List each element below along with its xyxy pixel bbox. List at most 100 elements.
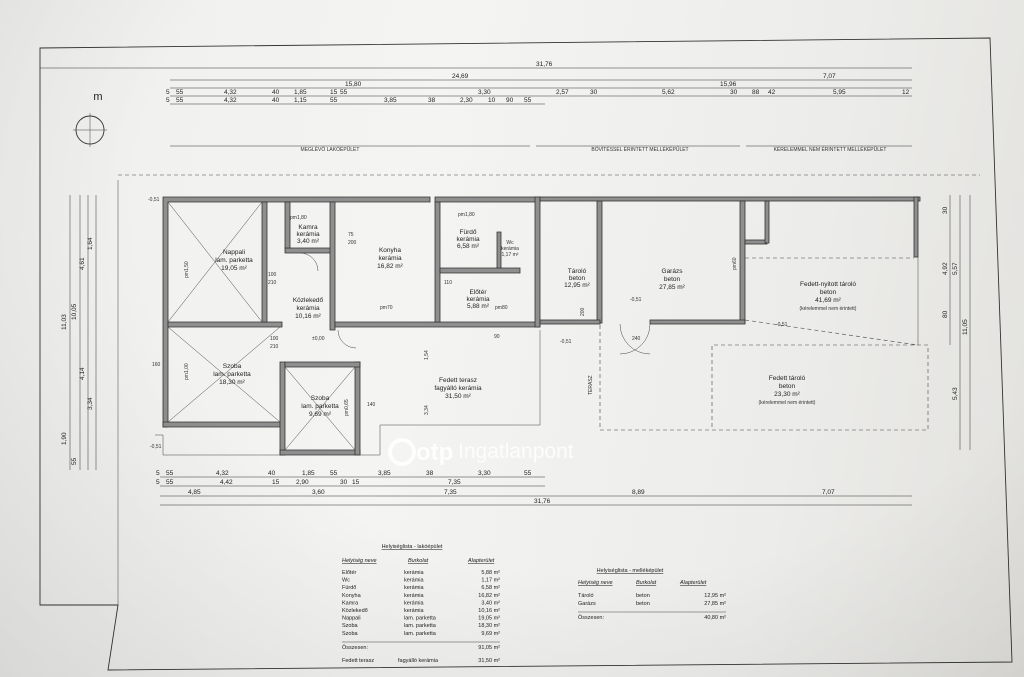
- north-arrow-icon: [73, 113, 107, 147]
- svg-text:pm1,00: pm1,00: [184, 363, 190, 380]
- dim-row3: 5 55 4,32 40 1,85 15 55 3,30 2,57 30 5,6…: [166, 89, 910, 96]
- table-row-floor: kerámia: [404, 600, 425, 606]
- svg-text:5: 5: [156, 470, 160, 477]
- svg-text:Tároló: Tároló: [568, 268, 587, 275]
- svg-text:55: 55: [166, 470, 174, 477]
- table-row-area: 1,17 m²: [481, 578, 500, 584]
- svg-text:55: 55: [176, 97, 184, 104]
- svg-text:30: 30: [340, 479, 348, 486]
- house-walls: [162, 196, 541, 456]
- svg-text:5: 5: [166, 89, 170, 96]
- plot-boundary: [39, 37, 1013, 671]
- svg-text:19,05 m²: 19,05 m²: [221, 265, 247, 272]
- table-row-name: Kamra: [342, 600, 359, 606]
- svg-text:-0,51: -0,51: [630, 297, 642, 303]
- left-dim-5: 3,34: [87, 397, 94, 410]
- svg-text:1,15: 1,15: [294, 97, 307, 104]
- svg-text:lam. parketta: lam. parketta: [301, 403, 339, 410]
- svg-text:42: 42: [768, 89, 776, 96]
- orientation-mark: m: [93, 91, 102, 103]
- svg-text:23,30 m²: 23,30 m²: [774, 391, 800, 398]
- room-diagonals: [167, 201, 356, 451]
- svg-text:Burkolat: Burkolat: [636, 580, 657, 586]
- section-existing: MEGLÉVŐ LAKÓÉPÜLET: [301, 146, 360, 153]
- svg-text:kerámia: kerámia: [296, 305, 320, 312]
- svg-text:kerámia: kerámia: [296, 231, 320, 238]
- table-row-area: 18,30 m²: [478, 623, 500, 629]
- svg-text:5: 5: [156, 479, 160, 486]
- left-dim-4: 4,14: [79, 367, 86, 380]
- svg-text:240: 240: [632, 336, 641, 342]
- svg-text:1,85: 1,85: [294, 89, 307, 96]
- svg-text:pm80: pm80: [495, 305, 508, 311]
- svg-text:7,07: 7,07: [822, 489, 835, 496]
- table-row-area: 3,40 m²: [481, 600, 500, 606]
- plan-annotations: pm1,80 pm1,80 pm70 pm80 pm60 pm1,50 pm1,…: [148, 197, 788, 450]
- svg-text:pm0,65: pm0,65: [344, 399, 350, 416]
- svg-text:pm70: pm70: [380, 305, 393, 311]
- svg-text:40: 40: [272, 97, 280, 104]
- svg-text:pm1,50: pm1,50: [184, 261, 190, 278]
- svg-text:5,62: 5,62: [662, 89, 675, 96]
- svg-text:kerámia: kerámia: [501, 246, 519, 252]
- bottom-dimensions: [160, 476, 912, 506]
- svg-text:Konyha: Konyha: [379, 247, 401, 254]
- table-row-area: 5,88 m²: [481, 570, 500, 576]
- bottom-dim-row1: 5 55 4,32 40 1,85 55 3,85 38 3,30 55: [156, 470, 532, 477]
- table-row-floor: lam. parketta: [404, 616, 437, 622]
- svg-text:7,35: 7,35: [448, 479, 461, 486]
- svg-text:Fedett-nyitott tároló: Fedett-nyitott tároló: [800, 281, 856, 288]
- svg-text:30: 30: [590, 89, 598, 96]
- svg-text:140: 140: [367, 402, 376, 408]
- room-tarolo: Tároló beton 12,95 m²: [564, 268, 590, 289]
- svg-text:2,30: 2,30: [460, 97, 473, 104]
- terrace-outline: [360, 330, 541, 456]
- svg-text:5,95: 5,95: [833, 89, 846, 96]
- table-row-area: 12,95 m²: [704, 593, 726, 599]
- door-swings: [299, 252, 651, 355]
- room-furdo: Fürdő kerámia 6,58 m²: [456, 229, 480, 250]
- svg-text:Alapterület: Alapterület: [679, 580, 707, 586]
- table-row-area: 16,82 m²: [478, 593, 500, 599]
- table-row-area: 19,05 m²: [478, 616, 500, 622]
- svg-text:kerámia: kerámia: [378, 255, 402, 262]
- svg-text:Alapterület: Alapterület: [467, 558, 495, 564]
- svg-text:pm1,80: pm1,80: [458, 212, 475, 218]
- dim-row4: 5 55 4,32 40 1,15 55 3,85 38 2,30 10 90 …: [166, 97, 532, 104]
- svg-text:beton: beton: [779, 383, 796, 390]
- svg-text:Wc: Wc: [506, 240, 514, 246]
- room-fedett-nyitott: Fedett-nyitott tároló beton 41,69 m² (ké…: [800, 281, 857, 312]
- table-row-floor: kerámia: [404, 585, 425, 591]
- room-szoba-2: Szoba lam. parketta 9,69 m²: [301, 395, 339, 418]
- bottom-dim-row2: 5 55 4,42 15 2,90 30 15 7,35: [156, 479, 461, 486]
- dim-row1-b: 7,07: [823, 73, 836, 80]
- table-row-name: Nappali: [342, 616, 361, 622]
- svg-text:6,58 m²: 6,58 m²: [457, 243, 480, 250]
- svg-text:5: 5: [166, 97, 170, 104]
- room-eloter: Előtér kerámia 5,88 m²: [466, 289, 490, 310]
- table-row-area: 6,58 m²: [481, 585, 500, 591]
- svg-text:Kamra: Kamra: [298, 224, 318, 231]
- svg-text:-0,51: -0,51: [148, 197, 160, 203]
- svg-text:3,30: 3,30: [478, 89, 491, 96]
- svg-text:fagyálló kerámia: fagyálló kerámia: [434, 385, 482, 392]
- svg-text:4,85: 4,85: [188, 489, 201, 496]
- svg-text:15: 15: [330, 89, 338, 96]
- svg-text:3,60: 3,60: [312, 489, 325, 496]
- svg-text:38: 38: [428, 97, 436, 104]
- table-row-name: Fürdő: [342, 585, 356, 591]
- dim-row2-a: 15,80: [345, 81, 362, 88]
- left-dim-7: 55: [71, 457, 78, 465]
- right-dim-1: 5,57: [952, 262, 959, 275]
- svg-text:-0,51: -0,51: [150, 444, 162, 450]
- svg-text:40,80 m²: 40,80 m²: [704, 615, 726, 621]
- table-row-floor: kerámia: [404, 570, 425, 576]
- svg-text:Garázs: Garázs: [662, 268, 684, 275]
- svg-text:Helyiség neve: Helyiség neve: [578, 580, 613, 586]
- svg-text:3,30: 3,30: [478, 470, 491, 477]
- table-row-floor: lam. parketta: [404, 623, 437, 629]
- svg-text:2,90: 2,90: [296, 479, 309, 486]
- table-row-name: Garázs: [578, 601, 596, 607]
- right-dim-2: 11,05: [962, 319, 969, 335]
